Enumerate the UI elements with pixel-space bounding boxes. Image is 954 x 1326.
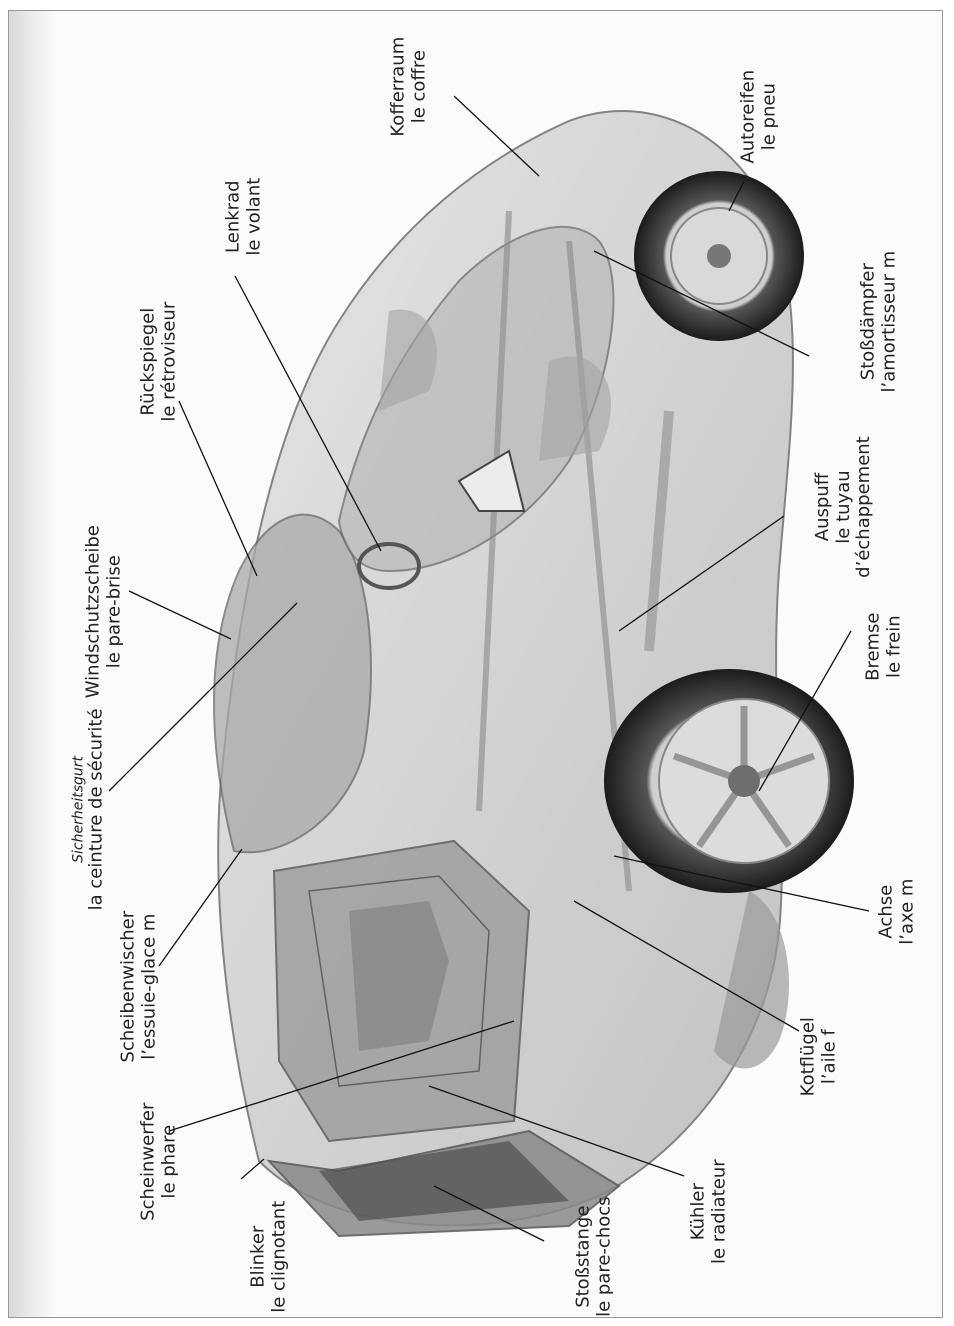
label-autoreifen: Autoreifen le pneu (738, 47, 779, 187)
label-auspuff: Auspuff le tuyau d’échappement (813, 407, 875, 607)
label-blinker: Blinker le clignotant (248, 1167, 289, 1318)
page-frame: Blinker le clignotant Scheinwerfer le ph… (8, 10, 943, 1318)
label-stossstange: Stoßstange le pare-chocs (573, 1177, 614, 1318)
label-windschutzscheibe: Windschutzscheibe le pare-brise (83, 512, 124, 712)
label-achse: Achse l’axe m (876, 852, 917, 972)
label-scheibenwischer: Scheibenwischer l’essuie-glace m (118, 887, 159, 1087)
label-kofferraum: Kofferraum le coffre (388, 17, 429, 157)
label-kotfluegel: Kotflügel l’aile f (798, 997, 839, 1117)
label-stossdaempfer: Stoßdämpfer l’amortisseur m (858, 232, 899, 412)
label-lenkrad: Lenkrad le volant (223, 152, 264, 282)
label-scheinwerfer: Scheinwerfer le phare (138, 1077, 179, 1247)
label-bremse: Bremse le frein (863, 587, 904, 707)
label-sicherheitsgurt: Sicherheitsgurt la ceinture de sécurité (71, 689, 108, 929)
label-rueckspiegel: Rückspiegel le rétroviseur (138, 277, 179, 447)
label-kuehler: Kühler le radiateur (688, 1142, 729, 1282)
